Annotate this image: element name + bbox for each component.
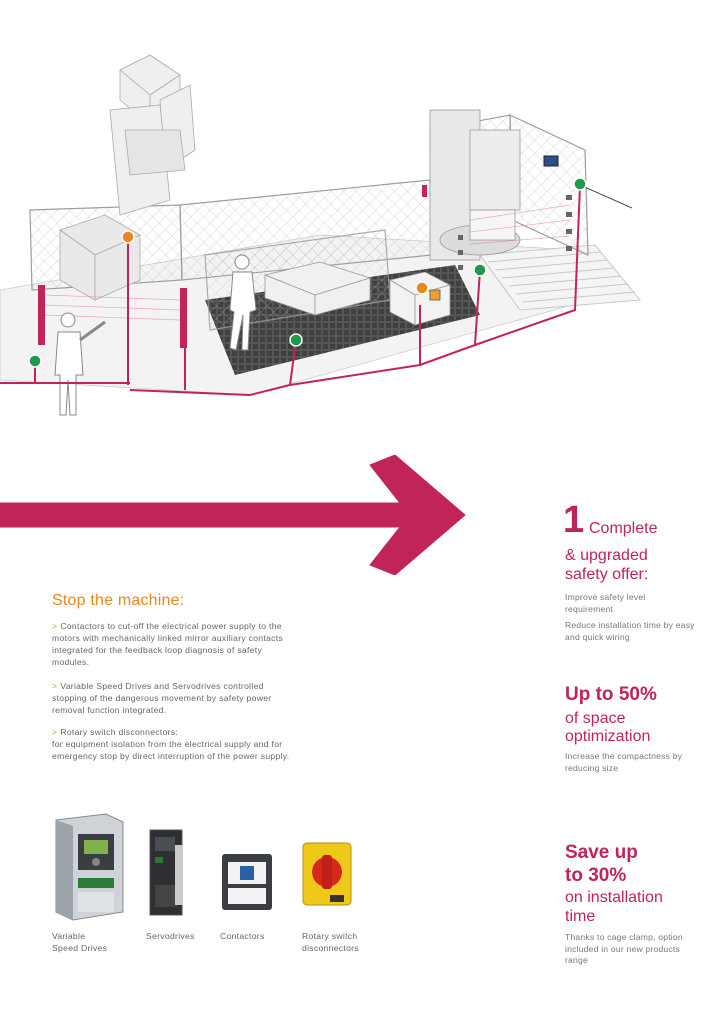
product-label-variable-speed-drives: Variable Speed Drives: [52, 930, 107, 954]
stop-machine-title: Stop the machine:: [52, 592, 185, 609]
offer2-text: Increase the compactness by reducing siz…: [565, 751, 683, 773]
safety-module: [543, 155, 559, 167]
safety-wiring: [0, 184, 581, 396]
orange-indicator-3: [415, 281, 429, 295]
offer1-text1: Improve safety level requirement: [565, 592, 646, 614]
green-indicator-1: [28, 354, 42, 368]
operator-figure-inside: [229, 254, 257, 351]
offer3-line4: time: [565, 908, 596, 925]
contactors-paragraph: >Contactors to cut-off the electrical po…: [52, 620, 292, 668]
servodrive-image: [149, 829, 183, 916]
rotary-text-head: Rotary switch disconnectors:: [60, 727, 179, 737]
roller-conveyor: [479, 244, 641, 311]
offer1-line3: safety offer:: [565, 566, 649, 583]
product-label-servodrives: Servodrives: [146, 930, 195, 942]
offer2-line3: optimization: [565, 728, 651, 745]
product-label-line: disconnectors: [302, 943, 359, 953]
big-arrow: [0, 455, 466, 575]
offer2-strong: Up to 50%: [565, 684, 657, 705]
orange-indicator-2: [289, 333, 303, 347]
bullet-marker: >: [52, 681, 58, 691]
contactors-text: Contactors to cut-off the electrical pow…: [52, 621, 284, 667]
pallet-load: [263, 261, 372, 316]
product-label-line: Servodrives: [146, 931, 195, 941]
bullet-marker: >: [52, 621, 58, 631]
offer3-strong2: to 30%: [565, 865, 627, 886]
offer1-text2: Reduce installation time by easy and qui…: [565, 620, 695, 642]
signal-tower: [422, 185, 427, 197]
variable-speed-drive-image: [55, 813, 124, 921]
box-stack: [109, 54, 196, 216]
offer3-text: Thanks to cage clamp, option included in…: [565, 932, 683, 965]
offer1-line2: & upgraded: [565, 547, 648, 564]
product-label-contactors: Contactors: [220, 930, 265, 942]
rotary-paragraph: >Rotary switch disconnectors: for equipm…: [52, 726, 292, 762]
control-cabinet: [388, 271, 452, 326]
rotary-switch-image: [302, 842, 352, 906]
drives-paragraph: >Variable Speed Drives and Servodrives c…: [52, 680, 292, 716]
light-curtain-mid: [180, 288, 187, 348]
product-label-line: Variable: [52, 931, 86, 941]
offer2-line2: of space: [565, 710, 626, 727]
green-indicator-3: [573, 177, 587, 191]
leader-line: [579, 184, 633, 209]
product-label-line: Contactors: [220, 931, 265, 941]
product-label-line: Rotary switch: [302, 931, 358, 941]
machine-cell-illustration: [0, 54, 641, 416]
product-label-rotary-switch: Rotary switch disconnectors: [302, 930, 359, 954]
product-label-line: Speed Drives: [52, 943, 108, 953]
operator-figure-left: [54, 312, 106, 416]
light-beams: [44, 204, 571, 321]
rotary-text: for equipment isolation from the electri…: [52, 739, 290, 761]
offer3-line3: on installation: [565, 889, 663, 906]
offer-number: 1: [563, 499, 585, 541]
offer1-line1: Complete: [589, 520, 658, 537]
sensor-column: [458, 195, 572, 270]
light-curtain-left: [38, 285, 45, 345]
offer3-strong1: Save up: [565, 842, 638, 863]
drives-text: Variable Speed Drives and Servodrives co…: [52, 681, 272, 715]
robot-palletizer: [429, 109, 521, 261]
contactor-image: [222, 854, 272, 910]
orange-indicator-1: [121, 230, 135, 244]
green-indicator-2: [473, 263, 487, 277]
bullet-marker: >: [52, 727, 58, 737]
